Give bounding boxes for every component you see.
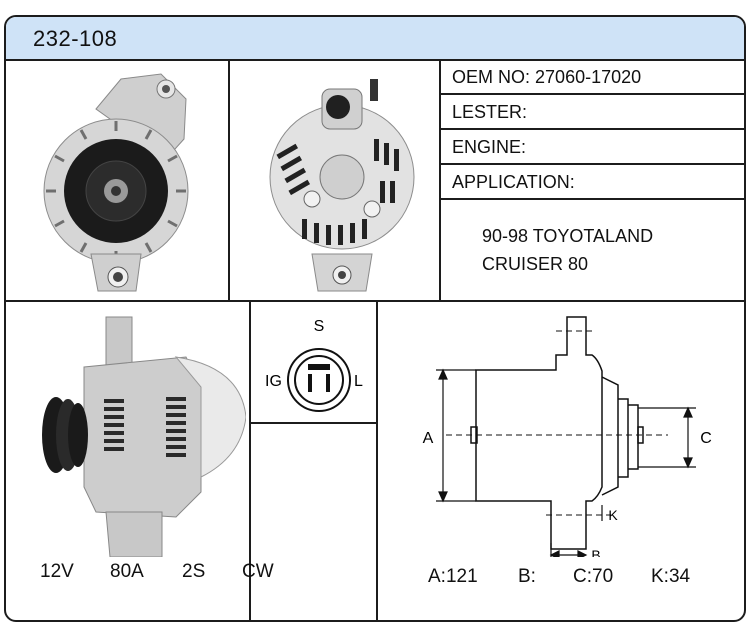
dim-label-a: A	[423, 430, 434, 447]
grid-divider	[376, 300, 378, 620]
terminal-l-label: L	[354, 373, 363, 390]
oem-label: OEM NO:	[452, 67, 531, 87]
grid-divider	[228, 61, 230, 300]
connector-diagram: S IG L	[265, 318, 363, 412]
grid-divider	[439, 61, 441, 300]
grid-divider	[249, 422, 378, 424]
dimension-k-value: K:34	[651, 566, 691, 587]
product-spec-sheet: 232-108 OEM NO: 27060-17020 LESTER: ENGI…	[4, 15, 746, 622]
dim-label-k: K	[608, 507, 618, 523]
grid-divider	[6, 300, 744, 302]
pulley-value: 2S	[182, 561, 206, 582]
oem-row: OEM NO: 27060-17020	[452, 67, 641, 88]
dimension-c-value: C:70	[573, 566, 614, 587]
dimension-a-value: A:121	[428, 566, 478, 587]
engine-label: ENGINE:	[452, 137, 527, 157]
application-line-1: 90-98 TOYOTALAND	[482, 226, 654, 246]
terminal-s-label: S	[314, 318, 325, 335]
alternator-side-photo	[42, 316, 246, 557]
alternator-rear-photo	[269, 79, 415, 292]
part-number: 232-108	[33, 26, 118, 51]
terminal-ig-label: IG	[265, 373, 282, 390]
grid-divider	[439, 198, 744, 200]
dim-label-c: C	[700, 430, 712, 447]
application-line-2: CRUISER 80	[482, 254, 589, 274]
dim-label-b: B	[591, 547, 600, 557]
rotation-value: CW	[242, 561, 274, 582]
grid-divider	[439, 93, 744, 95]
grid-divider	[439, 163, 744, 165]
voltage-value: 12V	[40, 561, 74, 582]
grid-divider	[249, 300, 251, 620]
dimension-b-value: B:	[518, 566, 536, 587]
amperage-value: 80A	[110, 561, 144, 582]
lester-label: LESTER:	[452, 102, 528, 122]
alternator-front-photo	[43, 73, 189, 292]
header-bar: 232-108	[6, 17, 744, 61]
grid-divider	[439, 128, 744, 130]
dimension-drawing: A C K B	[423, 316, 712, 557]
oem-value: 27060-17020	[535, 67, 642, 87]
application-label: APPLICATION:	[452, 172, 575, 192]
